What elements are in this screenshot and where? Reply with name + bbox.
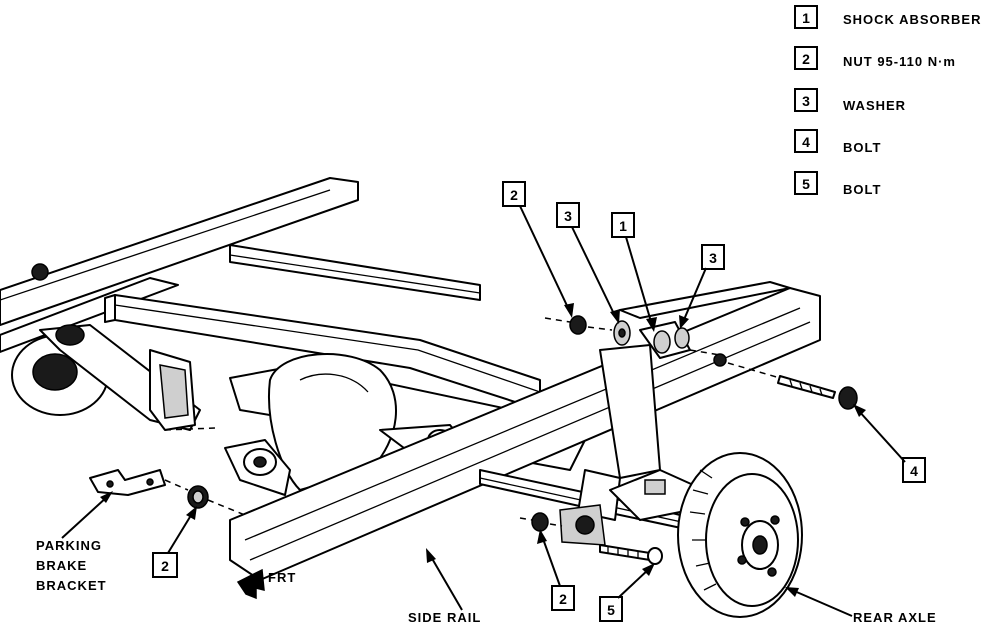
legend-item-5: 5 BOLT <box>794 171 881 197</box>
parking-label-line1: PARKING <box>36 538 102 553</box>
callout-4-num: 4 <box>910 463 918 479</box>
callout-2-bottom: 2 <box>537 529 575 611</box>
legend-item-4: 4 BOLT <box>794 129 881 155</box>
callout-2-left-num: 2 <box>161 558 169 574</box>
legend-label-2: NUT 95-110 N·m <box>843 54 956 69</box>
lower-mount-hardware <box>519 512 663 565</box>
callout-3-top: 3 <box>556 202 620 324</box>
legend-num-5: 5 <box>802 176 810 192</box>
legend: 1 SHOCK ABSORBER 2 NUT 95-110 N·m 3 WASH… <box>794 5 981 197</box>
side-rail <box>229 281 821 581</box>
callout-4: 4 <box>853 404 926 483</box>
callout-2-top: 2 <box>502 181 574 318</box>
legend-num-4: 4 <box>802 134 810 150</box>
callout-1-top: 1 <box>611 212 657 332</box>
brake-drum <box>677 452 803 618</box>
legend-label-5: BOLT <box>843 182 881 197</box>
callout-2-bottom-num: 2 <box>559 591 567 607</box>
parking-brake-bracket <box>89 469 246 516</box>
shock-absorber <box>559 344 661 546</box>
callout-5-num: 5 <box>607 602 615 618</box>
callout-2-top-num: 2 <box>510 187 518 203</box>
callout-5: 5 <box>599 563 655 622</box>
frame-left-rails <box>0 177 481 353</box>
frt-arrow-icon <box>236 568 265 600</box>
callout-3-top-num: 3 <box>564 208 572 224</box>
parking-label-line2: BRAKE <box>36 558 87 573</box>
callout-1-top-num: 1 <box>619 218 627 234</box>
legend-num-2: 2 <box>802 51 810 67</box>
legend-item-3: 3 WASHER <box>794 88 906 113</box>
legend-num-1: 1 <box>802 10 810 26</box>
parking-brake-bracket-label: PARKING BRAKE BRACKET <box>36 491 113 593</box>
callout-3-right-num: 3 <box>709 250 717 266</box>
legend-label-1: SHOCK ABSORBER <box>843 12 981 27</box>
side-rail-label: SIDE RAIL <box>408 548 481 625</box>
rear-axle-label: REAR AXLE <box>785 587 937 625</box>
legend-item-2: 2 NUT 95-110 N·m <box>794 46 956 70</box>
left-spring <box>39 324 216 431</box>
callout-2-left: 2 <box>152 506 197 578</box>
rear-axle-text: REAR AXLE <box>853 610 937 625</box>
frt-label: FRT <box>268 570 296 585</box>
parking-label-line3: BRACKET <box>36 578 107 593</box>
callout-3-right: 3 <box>679 244 725 329</box>
side-rail-text: SIDE RAIL <box>408 610 481 625</box>
legend-label-3: WASHER <box>843 98 906 113</box>
legend-label-4: BOLT <box>843 140 881 155</box>
nut-left <box>187 485 209 509</box>
legend-item-1: 1 SHOCK ABSORBER <box>794 5 981 29</box>
legend-num-3: 3 <box>802 93 810 109</box>
upper-mount-hardware <box>544 315 858 410</box>
frt-indicator: FRT <box>236 568 296 600</box>
